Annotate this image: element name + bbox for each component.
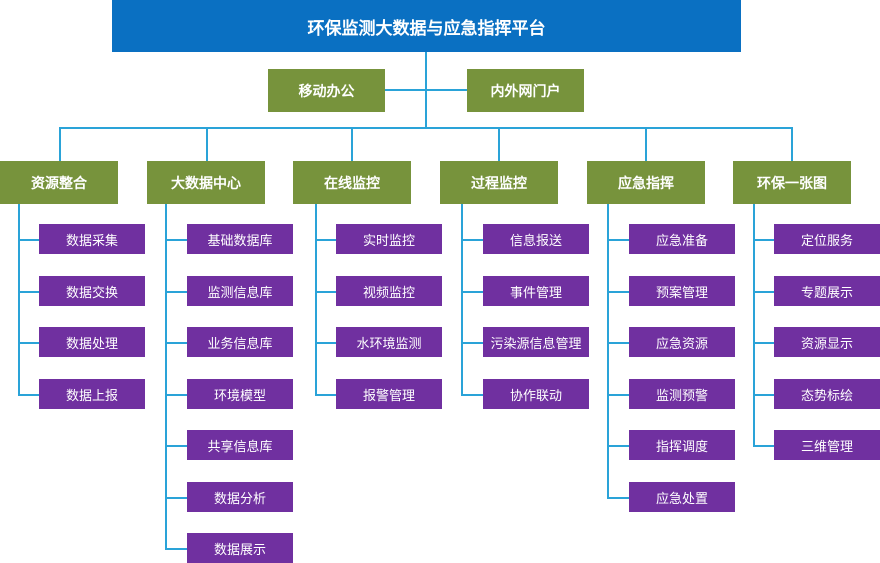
connector [753, 239, 774, 241]
connector [385, 89, 467, 91]
child-node: 监测信息库 [187, 276, 293, 306]
child-node: 协作联动 [483, 379, 589, 409]
connector [165, 204, 167, 549]
child-node: 水环境监测 [336, 327, 442, 357]
child-node: 定位服务 [774, 224, 880, 254]
child-node: 预案管理 [629, 276, 735, 306]
child-node: 报警管理 [336, 379, 442, 409]
connector [165, 394, 187, 396]
child-node: 数据展示 [187, 533, 293, 563]
child-node: 数据交换 [39, 276, 145, 306]
connector [461, 291, 483, 293]
column-header-process-monitoring: 过程监控 [440, 161, 558, 204]
connector [59, 127, 61, 161]
connector [18, 291, 39, 293]
child-node: 事件管理 [483, 276, 589, 306]
connector [351, 127, 353, 161]
connector [607, 445, 629, 447]
column-header-online-monitoring: 在线监控 [293, 161, 411, 204]
column-header-environment-map: 环保一张图 [733, 161, 851, 204]
connector [607, 342, 629, 344]
connector [206, 127, 208, 161]
connector [753, 394, 774, 396]
connector [753, 342, 774, 344]
child-node: 实时监控 [336, 224, 442, 254]
child-node: 指挥调度 [629, 430, 735, 460]
child-node: 资源显示 [774, 327, 880, 357]
column-header-big-data-center: 大数据中心 [147, 161, 265, 204]
connector [645, 127, 647, 161]
platform-title: 环保监测大数据与应急指挥平台 [112, 0, 741, 52]
column-header-resource-integration: 资源整合 [0, 161, 118, 204]
connector [753, 204, 755, 446]
child-node: 应急资源 [629, 327, 735, 357]
child-node: 共享信息库 [187, 430, 293, 460]
child-node: 态势标绘 [774, 379, 880, 409]
column-header-emergency-command: 应急指挥 [587, 161, 705, 204]
connector [315, 342, 336, 344]
connector [607, 497, 629, 499]
child-node: 信息报送 [483, 224, 589, 254]
connector [315, 204, 317, 395]
child-node: 应急处置 [629, 482, 735, 512]
connector [461, 394, 483, 396]
child-node: 基础数据库 [187, 224, 293, 254]
connector [753, 445, 774, 447]
child-node: 数据处理 [39, 327, 145, 357]
child-node: 专题展示 [774, 276, 880, 306]
connector [315, 394, 336, 396]
connector [165, 342, 187, 344]
connector [165, 548, 187, 550]
child-node: 数据上报 [39, 379, 145, 409]
connector [18, 204, 20, 395]
connector [18, 239, 39, 241]
connector [607, 204, 609, 498]
child-node: 业务信息库 [187, 327, 293, 357]
connector [791, 127, 793, 161]
connector [59, 127, 793, 129]
child-node: 视频监控 [336, 276, 442, 306]
portal-node: 内外网门户 [467, 69, 584, 112]
connector [753, 291, 774, 293]
connector [607, 239, 629, 241]
connector [607, 291, 629, 293]
connector [165, 291, 187, 293]
child-node: 应急准备 [629, 224, 735, 254]
child-node: 三维管理 [774, 430, 880, 460]
child-node: 环境模型 [187, 379, 293, 409]
connector [607, 394, 629, 396]
connector [315, 291, 336, 293]
mobile-office-node: 移动办公 [268, 69, 385, 112]
connector [461, 239, 483, 241]
connector [315, 239, 336, 241]
connector [461, 342, 483, 344]
connector [18, 342, 39, 344]
child-node: 数据分析 [187, 482, 293, 512]
connector [165, 445, 187, 447]
connector [498, 127, 500, 161]
connector [165, 497, 187, 499]
child-node: 数据采集 [39, 224, 145, 254]
connector [18, 394, 39, 396]
connector [461, 204, 463, 395]
child-node: 监测预警 [629, 379, 735, 409]
child-node: 污染源信息管理 [483, 327, 589, 357]
connector [165, 239, 187, 241]
